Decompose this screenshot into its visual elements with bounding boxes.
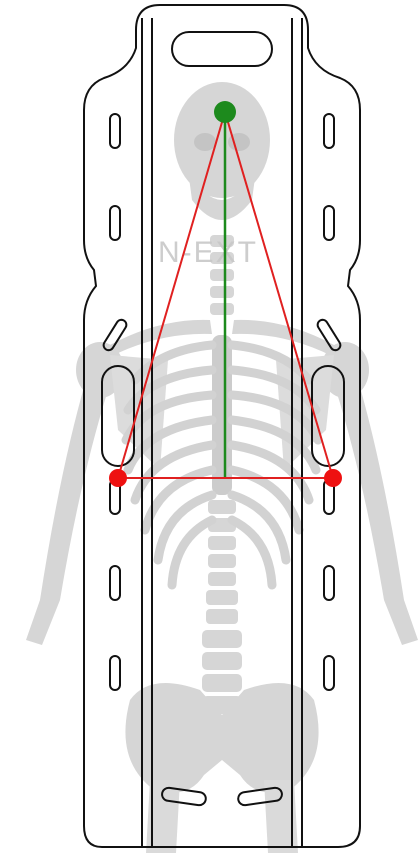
right-shoulder-point (324, 469, 342, 487)
slot-right-6 (324, 656, 334, 690)
slot-right-5 (324, 566, 334, 600)
slot-left-2 (110, 206, 120, 240)
slot-left-6 (110, 656, 120, 690)
head-point (214, 101, 236, 123)
humerus-right (336, 380, 418, 645)
watermark: N-EXT (158, 236, 258, 269)
slot-right-1 (324, 114, 334, 148)
top-handle (172, 32, 272, 66)
slot-left-1 (110, 114, 120, 148)
slot-right-2 (324, 206, 334, 240)
slot-left-5 (110, 566, 120, 600)
humerus-left (26, 380, 108, 645)
skull (174, 82, 270, 198)
left-shoulder-point (109, 469, 127, 487)
eye-socket-left (194, 133, 216, 151)
